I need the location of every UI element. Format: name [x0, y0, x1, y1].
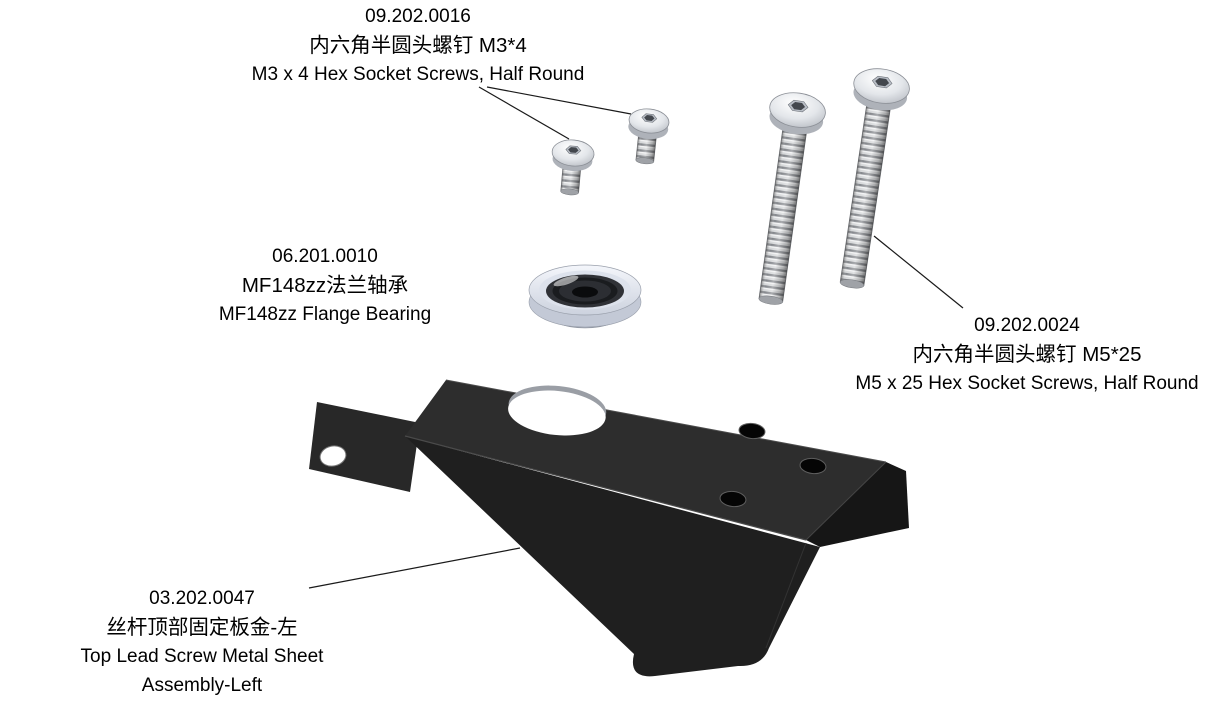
bracket-front-face [405, 436, 820, 677]
part-number: 03.202.0047 [149, 588, 255, 609]
small-hole-2 [799, 457, 827, 475]
bend-line-front [404, 435, 807, 541]
screw-tip [758, 295, 783, 305]
screw-shank-shading [840, 94, 892, 286]
small-hole-3 [719, 490, 747, 508]
part-name-en-2: Assembly-Left [141, 675, 263, 696]
bearing-highlight [553, 275, 579, 287]
part-name-zh: 内六角半圆头螺钉 M5*25 [912, 343, 1142, 366]
part-number: 09.202.0016 [365, 6, 471, 27]
sheet-metal-bracket [309, 379, 909, 677]
part-name-en: M3 x 4 Hex Socket Screws, Half Round [251, 64, 585, 85]
part-name-en: MF148zz Flange Bearing [218, 304, 432, 325]
hex-socket-icon [641, 113, 658, 123]
label-flange-bearing: 06.201.0010 MF148zz法兰轴承 MF148zz Flange B… [219, 242, 431, 329]
small-hole-1 [738, 422, 766, 440]
part-number: 06.201.0010 [272, 246, 378, 267]
front-fold-line [765, 542, 807, 649]
m5-screw-1 [758, 92, 826, 305]
screw-tip [635, 157, 655, 165]
bearing-bore [572, 286, 598, 298]
leader-line-m3-screw-2 [486, 86, 632, 115]
hex-socket-icon [787, 99, 809, 113]
leader-line-m3-screw-1 [478, 86, 570, 140]
leader-line-m5-screws [873, 235, 964, 309]
part-name-zh: MF148zz法兰轴承 [241, 274, 409, 297]
m3-screw-1 [551, 139, 595, 196]
bend-line-flange [805, 461, 887, 541]
label-m3-screws: 09.202.0016 内六角半圆头螺钉 M3*4 M3 x 4 Hex Soc… [252, 2, 585, 89]
part-name-zh: 内六角半圆头螺钉 M3*4 [309, 34, 527, 57]
screw-tip [839, 279, 865, 289]
screw-shank-shading [758, 118, 809, 302]
label-bracket: 03.202.0047 丝杆顶部固定板金-左 Top Lead Screw Me… [81, 584, 324, 700]
part-number: 09.202.0024 [974, 315, 1080, 336]
m3-screw-2 [628, 108, 670, 165]
part-name-en: M5 x 25 Hex Socket Screws, Half Round [855, 373, 1199, 394]
screw-tip [560, 188, 579, 196]
label-m5-screws: 09.202.0024 内六角半圆头螺钉 M5*25 M5 x 25 Hex S… [855, 311, 1198, 398]
leader-line-bracket [308, 547, 521, 589]
leader-lines [308, 86, 964, 589]
large-hole-opening [508, 390, 606, 436]
part-name-en-1: Top Lead Screw Metal Sheet [80, 646, 324, 667]
hex-socket-icon [871, 75, 893, 89]
flange-bearing [528, 264, 642, 329]
m5-screw-2 [839, 68, 910, 289]
tab-hole [319, 445, 347, 467]
bracket-right-flange [806, 462, 909, 547]
hex-socket-icon [565, 145, 582, 155]
part-name-zh: 丝杆顶部固定板金-左 [106, 616, 298, 639]
large-hole [508, 385, 607, 436]
bracket-tab [309, 402, 420, 492]
